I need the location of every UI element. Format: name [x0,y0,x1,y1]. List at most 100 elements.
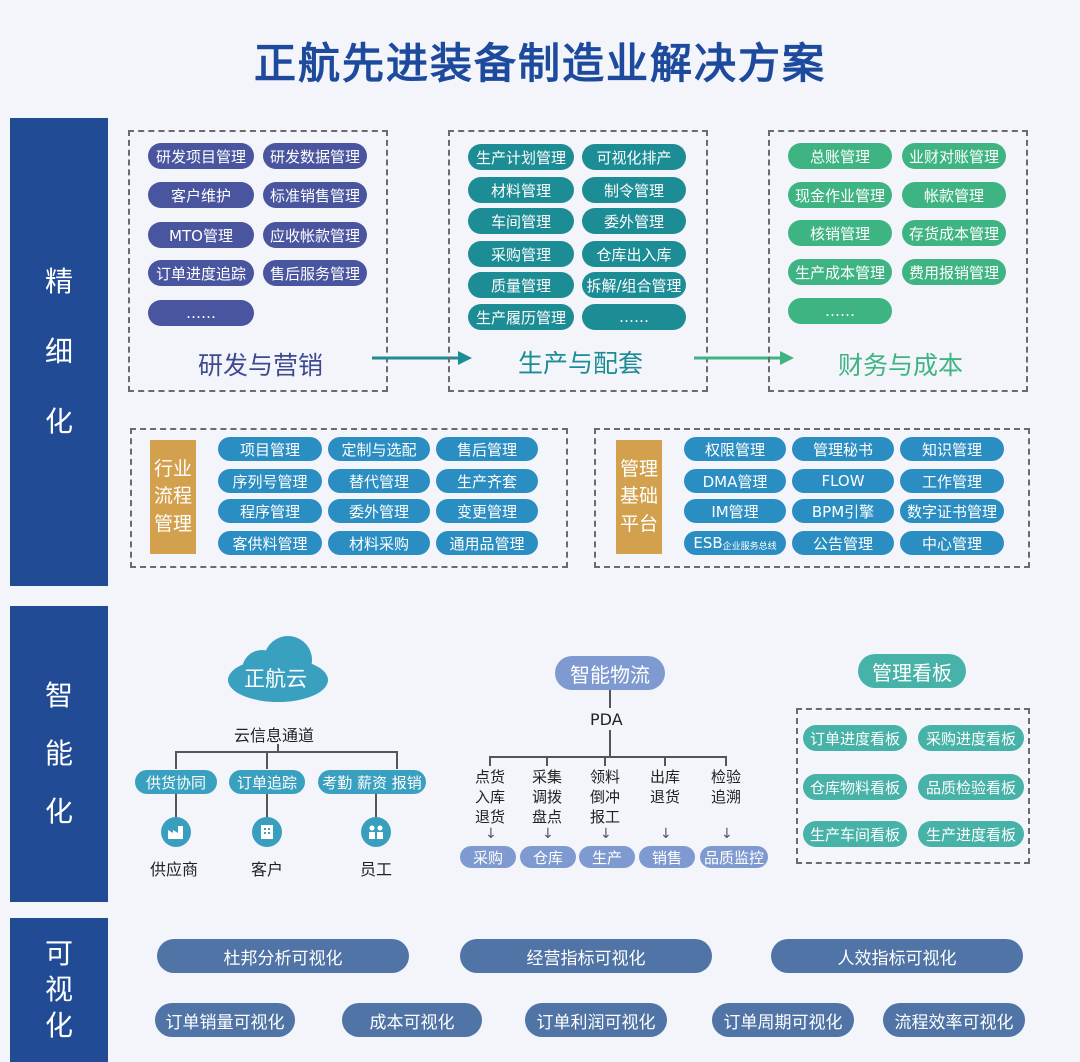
platform-item[interactable]: DMA管理 [684,469,786,493]
production-item[interactable]: 制令管理 [582,177,686,203]
cloud-branch-drop [396,751,398,769]
visual-item[interactable]: 流程效率可视化 [883,1003,1025,1037]
production-item[interactable]: 生产履历管理 [468,304,574,330]
industry-label: 行业 流程 管理 [150,440,196,554]
finance-item[interactable]: 现金作业管理 [788,182,892,208]
finance-item[interactable]: 存货成本管理 [902,220,1006,246]
platform-item[interactable]: BPM引擎 [792,499,894,523]
visual-item[interactable]: 成本可视化 [342,1003,482,1037]
rd-item[interactable]: 标准销售管理 [263,182,367,208]
rd-item-more[interactable]: …… [148,300,254,326]
logistics-branch-drop [725,756,727,766]
dashboard-item[interactable]: 采购进度看板 [918,725,1024,751]
logistics-name[interactable]: 智能物流 [555,656,665,690]
platform-item[interactable]: 工作管理 [900,469,1004,493]
cloud-node-staff[interactable]: 考勤 薪资 报销 [318,770,426,794]
industry-item[interactable]: 定制与选配 [328,437,430,461]
dashboard-item[interactable]: 生产车间看板 [803,821,907,847]
dashboard-item[interactable]: 品质检验看板 [918,774,1024,800]
finance-item[interactable]: 总账管理 [788,143,892,169]
industry-item[interactable]: 项目管理 [218,437,322,461]
arrow-down-icon: ↓ [721,826,733,842]
platform-item[interactable]: 权限管理 [684,437,786,461]
production-item[interactable]: 可视化排产 [582,144,686,170]
logistics-dest[interactable]: 仓库 [520,846,576,868]
logistics-ops: 检验 追溯 [710,768,741,806]
platform-item[interactable]: 管理秘书 [792,437,894,461]
logistics-dest[interactable]: 品质监控 [700,846,768,868]
dashboard-name[interactable]: 管理看板 [858,654,966,688]
production-item[interactable]: 车间管理 [468,208,574,234]
production-item[interactable]: 采购管理 [468,241,574,267]
dashboard-item[interactable]: 订单进度看板 [803,725,907,751]
platform-item[interactable]: 公告管理 [792,531,894,555]
visual-item[interactable]: 订单利润可视化 [525,1003,667,1037]
finance-item-more[interactable]: …… [788,298,892,324]
industry-item[interactable]: 材料采购 [328,531,430,555]
finance-item[interactable]: 生产成本管理 [788,259,892,285]
cloud-name: 正航云 [244,667,307,691]
industry-item[interactable]: 委外管理 [328,499,430,523]
finance-item[interactable]: 费用报销管理 [902,259,1006,285]
logistics-dest[interactable]: 生产 [579,846,635,868]
cloud-stem [277,744,279,752]
cloud-target: 员工 [360,860,393,879]
rd-item[interactable]: 售后服务管理 [263,260,367,286]
rd-item[interactable]: 客户维护 [148,182,254,208]
logistics-stem [609,690,611,708]
visual-item[interactable]: 人效指标可视化 [771,939,1023,973]
industry-item[interactable]: 客供料管理 [218,531,322,555]
production-item[interactable]: 质量管理 [468,272,574,298]
finance-label: 财务与成本 [838,351,964,380]
band-visual: 可 视 化 [10,918,108,1062]
rd-item[interactable]: 订单进度追踪 [148,260,254,286]
rd-item[interactable]: 研发数据管理 [263,143,367,169]
cloud-channel: 云信息通道 [234,726,315,745]
platform-item[interactable]: 数字证书管理 [900,499,1004,523]
production-item[interactable]: 拆解/组合管理 [582,272,686,298]
logistics-dest[interactable]: 销售 [639,846,695,868]
dashboard-item[interactable]: 仓库物料看板 [803,774,907,800]
rd-item[interactable]: 应收帐款管理 [263,222,367,248]
visual-item[interactable]: 经营指标可视化 [460,939,712,973]
cloud-node-supply[interactable]: 供货协同 [135,770,217,794]
visual-item[interactable]: 订单周期可视化 [712,1003,854,1037]
production-item[interactable]: 仓库出入库 [582,241,686,267]
production-item[interactable]: 材料管理 [468,177,574,203]
visual-item[interactable]: 杜邦分析可视化 [157,939,409,973]
logistics-branch-drop [546,756,548,766]
rd-item[interactable]: MTO管理 [148,222,254,248]
platform-item[interactable]: FLOW [792,469,894,493]
band-smart: 智 能 化 [10,606,108,902]
platform-item[interactable]: 知识管理 [900,437,1004,461]
industry-item[interactable]: 序列号管理 [218,469,322,493]
industry-item[interactable]: 生产齐套 [436,469,538,493]
dashboard-item[interactable]: 生产进度看板 [918,821,1024,847]
rd-item[interactable]: 研发项目管理 [148,143,254,169]
industry-box [130,428,568,568]
production-item-more[interactable]: …… [582,304,686,330]
finance-item[interactable]: 核销管理 [788,220,892,246]
production-item[interactable]: 生产计划管理 [468,144,574,170]
platform-item[interactable]: IM管理 [684,499,786,523]
cloud-node-stem [175,794,177,818]
industry-item[interactable]: 通用品管理 [436,531,538,555]
visual-item[interactable]: 订单销量可视化 [155,1003,295,1037]
logistics-ops: 点货 入库 退货 [474,768,505,826]
logistics-dest[interactable]: 采购 [460,846,516,868]
finance-item[interactable]: 帐款管理 [902,182,1006,208]
rd-marketing-label: 研发与营销 [198,351,324,380]
logistics-branch-drop [489,756,491,766]
production-item[interactable]: 委外管理 [582,208,686,234]
industry-item[interactable]: 替代管理 [328,469,430,493]
industry-item[interactable]: 售后管理 [436,437,538,461]
band-refine: 精 细 化 [10,118,108,586]
industry-item[interactable]: 变更管理 [436,499,538,523]
cloud-node-order[interactable]: 订单追踪 [229,770,305,794]
logistics-branch-drop [664,756,666,766]
industry-item[interactable]: 程序管理 [218,499,322,523]
finance-item[interactable]: 业财对账管理 [902,143,1006,169]
platform-item[interactable]: 中心管理 [900,531,1004,555]
platform-box [594,428,1030,568]
